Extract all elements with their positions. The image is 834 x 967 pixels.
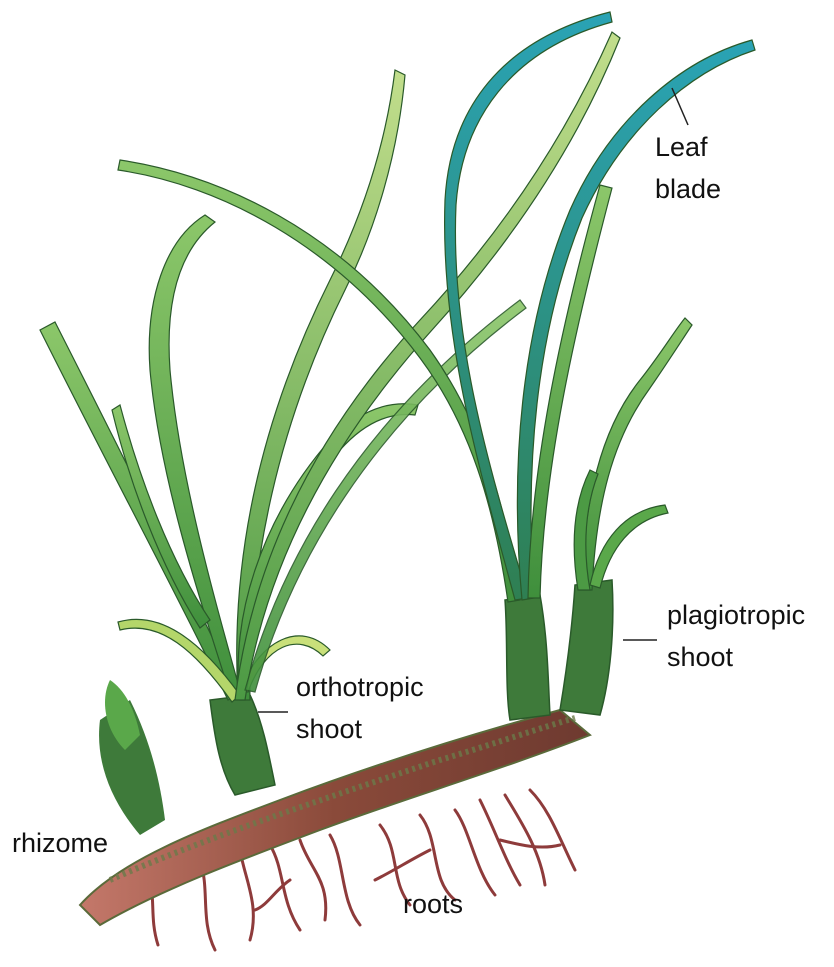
label-plagiotropic-line2: shoot bbox=[667, 640, 733, 674]
label-leaf-blade-line2: blade bbox=[655, 172, 721, 206]
label-leaf-blade-line1: Leaf bbox=[655, 130, 708, 164]
label-rhizome: rhizome bbox=[12, 826, 108, 860]
label-roots: roots bbox=[403, 887, 463, 921]
leader-leaf-blade bbox=[672, 88, 688, 125]
label-plagiotropic-line1: plagiotropic bbox=[667, 598, 805, 632]
plagiotropic-sheath-left bbox=[505, 595, 550, 720]
small-shoot bbox=[99, 680, 165, 835]
orthotropic-sheath bbox=[210, 695, 275, 795]
plagiotropic-sheath-right bbox=[560, 580, 613, 715]
label-orthotropic-line2: shoot bbox=[296, 712, 362, 746]
label-orthotropic-line1: orthotropic bbox=[296, 670, 424, 704]
